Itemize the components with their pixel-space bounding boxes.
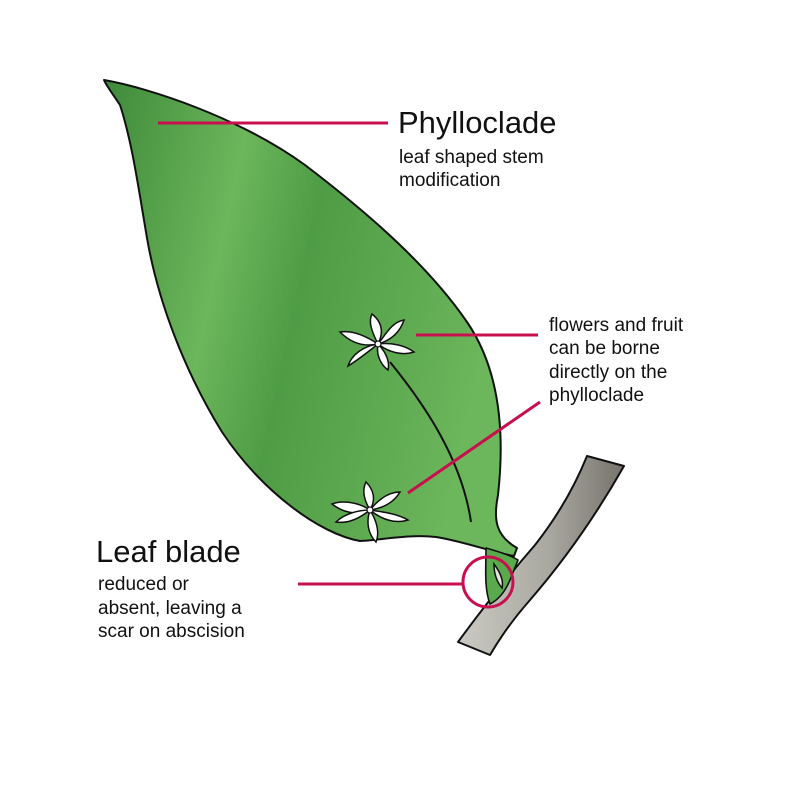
phylloclade-desc-line-2: modification [399, 170, 501, 191]
petiole-base [484, 547, 519, 605]
callout-line-fruit [407, 400, 541, 495]
leaf-blade-desc-line-2: absent, leaving a [98, 598, 242, 619]
leaf-blade-desc-line-1: reduced or [98, 574, 189, 595]
phylloclade-leaf [103, 79, 518, 557]
phylloclade-title: Phylloclade [398, 105, 557, 140]
flower-bottom [330, 480, 410, 544]
flower-stalk [389, 361, 472, 523]
phylloclade-desc-line-1: leaf shaped stem [399, 147, 544, 168]
flower-top [338, 312, 416, 372]
leaf-blade-title: Leaf blade [96, 534, 241, 569]
flowers-desc-line-3: directly on the [549, 362, 668, 383]
leaf-blade-desc-line-3: scar on abscision [98, 621, 245, 642]
flowers-desc-line-1: flowers and fruit [549, 315, 684, 336]
flowers-desc-line-2: can be borne [549, 338, 660, 359]
flowers-desc-line-4: phylloclade [549, 385, 645, 406]
leaf-scar [493, 561, 504, 590]
leaf-scar-highlight-circle [461, 555, 515, 609]
